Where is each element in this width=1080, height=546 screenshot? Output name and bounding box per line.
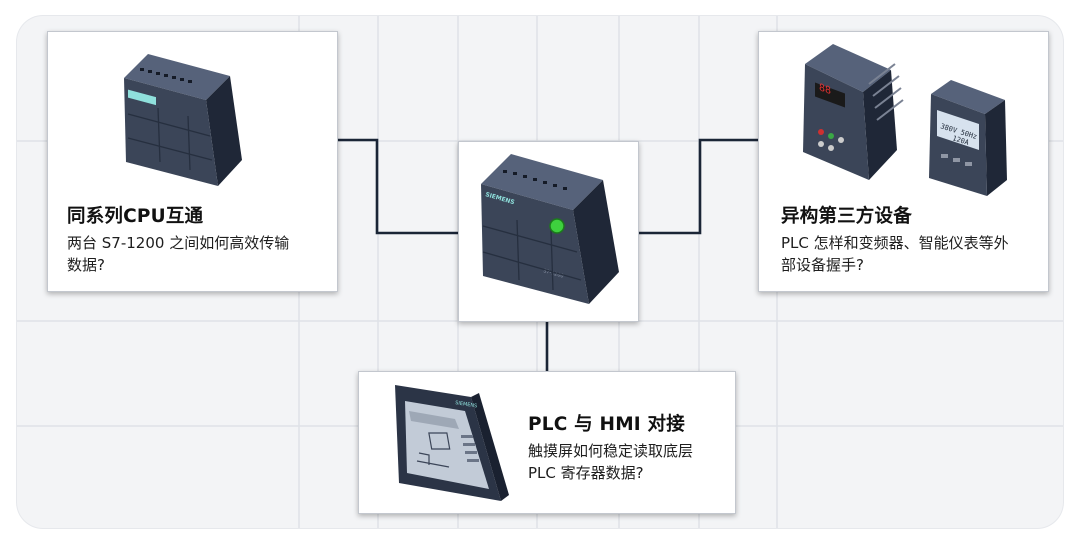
hmi-brand-label: SIEMENS [455, 400, 478, 409]
card-title: 同系列CPU互通 [67, 206, 204, 227]
card-description-line-1: 两台 S7-1200 之间如何高效传输 [67, 234, 290, 252]
card-description-line-2: 部设备握手? [781, 256, 864, 274]
card-plc-hmi: SIEMENS PLC 与 HMI 对接 触摸屏如何稳定读取底层 PLC 寄存器… [358, 371, 736, 514]
link-plc-to-right [637, 138, 758, 235]
central-plc-icon: SIEMENS S7-1200 [481, 154, 619, 304]
hmi-touchscreen-icon: SIEMENS [395, 385, 509, 501]
card-cpu-interconnect: 同系列CPU互通 两台 S7-1200 之间如何高效传输 数据? [47, 31, 338, 292]
card-title: PLC 与 HMI 对接 [528, 414, 685, 435]
card-third-party-devices: 88 380V 50Hz 120A 异构第三方设备 PLC 怎样和变频器、智能仪… [758, 31, 1049, 292]
central-plc-box: SIEMENS S7-1200 [458, 141, 639, 322]
card-description-line-2: 数据? [67, 256, 105, 274]
link-left-to-plc [336, 138, 458, 235]
drive-and-meter-icon: 88 380V 50Hz 120A [803, 44, 1007, 196]
plc-model-label: S7-1200 [542, 268, 564, 280]
card-description-line-2: PLC 寄存器数据? [528, 464, 644, 482]
card-description-line-1: 触摸屏如何稳定读取底层 [528, 442, 694, 460]
plc-module-icon [124, 54, 242, 186]
card-description-line-1: PLC 怎样和变频器、智能仪表等外 [781, 234, 1009, 252]
status-led [549, 218, 565, 234]
card-title: 异构第三方设备 [781, 206, 912, 227]
drive-display-text: 88 [819, 81, 831, 97]
